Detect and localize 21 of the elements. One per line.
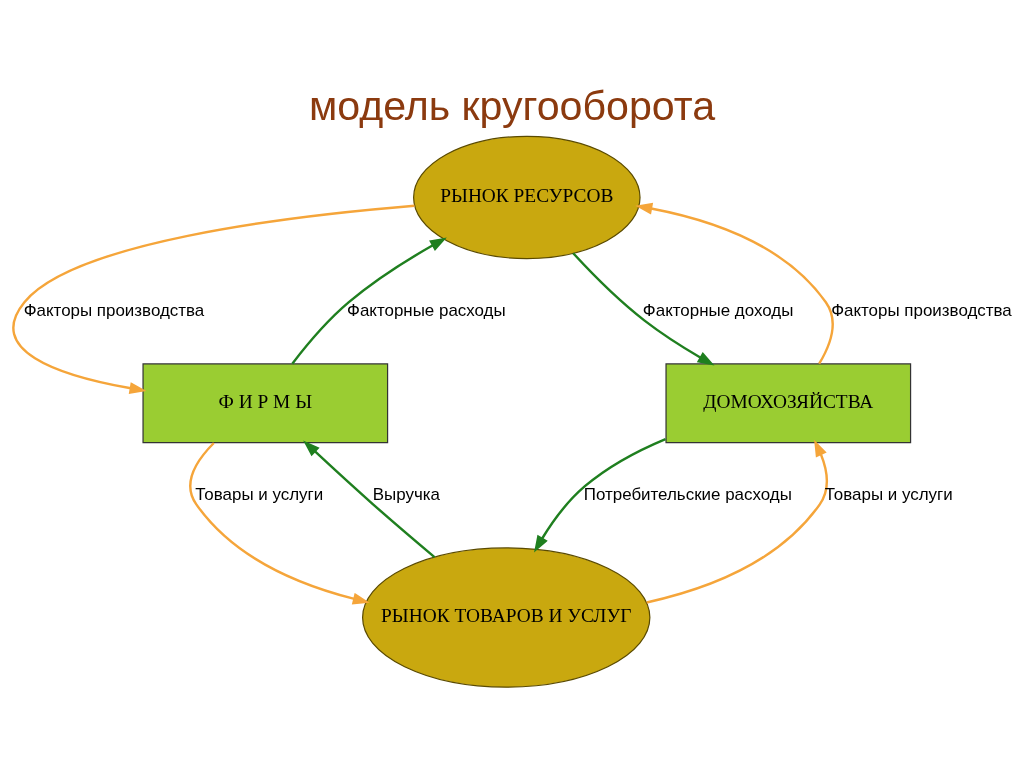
edge-label: Факторы производства <box>23 300 205 320</box>
arrow <box>12 204 415 394</box>
diagram-title: модель кругооборота <box>308 82 716 129</box>
node-ellipse: РЫНОК ТОВАРОВ И УСЛУГ <box>362 546 651 688</box>
node-box: ДОМОХОЗЯЙСТВА <box>665 362 912 443</box>
edge-label: Факторные расходы <box>347 300 506 320</box>
arrow <box>635 202 834 364</box>
arrow <box>303 439 436 558</box>
node-box: Ф И Р М Ы <box>142 362 389 443</box>
edge-label: Факторы производства <box>831 300 1012 320</box>
arrow <box>572 251 715 366</box>
node-ellipse: РЫНОК РЕСУРСОВ <box>413 135 641 259</box>
edge-label: Выручка <box>372 484 440 504</box>
edge-label: Потребительские расходы <box>583 484 792 504</box>
edge-label: Товары и услуги <box>195 484 324 504</box>
arrow <box>291 236 447 364</box>
arrow <box>646 439 829 604</box>
edge-label: Товары и услуги <box>824 484 953 504</box>
arrow <box>534 437 666 552</box>
edge-label: Факторные доходы <box>642 300 794 320</box>
arrow <box>189 441 370 604</box>
